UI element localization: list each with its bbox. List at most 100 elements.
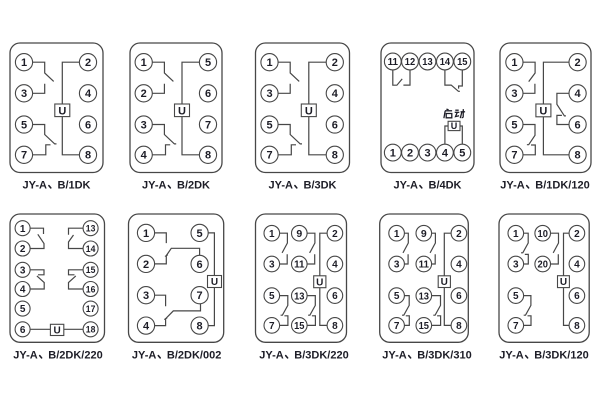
svg-text:6: 6 [456, 291, 462, 302]
svg-text:JY-A: JY-A [500, 179, 525, 191]
svg-text:B/1DK: B/1DK [58, 179, 91, 191]
svg-text:14: 14 [440, 56, 451, 68]
svg-text:6: 6 [85, 119, 91, 131]
svg-text:8: 8 [205, 150, 211, 162]
svg-text:6: 6 [574, 291, 580, 302]
svg-text:3: 3 [266, 88, 272, 100]
svg-text:15: 15 [294, 320, 305, 332]
svg-text:8: 8 [332, 150, 338, 162]
svg-text:B/3DK/220: B/3DK/220 [294, 349, 348, 361]
svg-text:6: 6 [205, 88, 211, 100]
svg-text:2: 2 [20, 244, 26, 255]
svg-text:2: 2 [575, 57, 581, 69]
svg-text:17: 17 [86, 304, 96, 315]
svg-text:4: 4 [20, 285, 26, 296]
svg-text:B/4DK: B/4DK [429, 179, 462, 191]
svg-text:4: 4 [575, 88, 582, 100]
svg-text:4: 4 [456, 260, 462, 271]
svg-text:B/3DK/310: B/3DK/310 [417, 349, 471, 361]
svg-text:5: 5 [511, 119, 517, 131]
svg-text:5: 5 [205, 57, 211, 69]
svg-text:7: 7 [513, 321, 519, 332]
svg-text:20: 20 [538, 259, 549, 271]
svg-text:B/2DK/220: B/2DK/220 [48, 349, 102, 361]
svg-text:1: 1 [143, 228, 149, 240]
svg-text:3: 3 [394, 260, 400, 271]
svg-text:7: 7 [269, 321, 275, 332]
svg-text:6: 6 [575, 119, 581, 131]
svg-text:7: 7 [394, 321, 400, 332]
svg-text:13: 13 [86, 224, 96, 235]
svg-text:U: U [305, 105, 313, 117]
svg-text:JY-A: JY-A [13, 349, 38, 361]
svg-text:2: 2 [85, 57, 91, 69]
svg-text:2: 2 [143, 259, 149, 271]
svg-text:15: 15 [419, 320, 430, 332]
svg-text:6: 6 [332, 119, 338, 131]
svg-text:8: 8 [332, 321, 338, 332]
svg-text:1: 1 [511, 57, 517, 69]
svg-text:5: 5 [269, 291, 275, 302]
svg-text:JY-A: JY-A [499, 349, 524, 361]
svg-text:JY-A: JY-A [259, 349, 284, 361]
svg-text:JY-A: JY-A [394, 179, 419, 191]
svg-text:12: 12 [405, 56, 416, 68]
svg-text:6: 6 [197, 259, 203, 271]
svg-text:U: U [178, 105, 186, 117]
svg-text:B/2DK/002: B/2DK/002 [167, 349, 221, 361]
svg-text:U: U [441, 277, 448, 288]
svg-text:B/3DK/120: B/3DK/120 [534, 349, 588, 361]
svg-text:1: 1 [141, 57, 147, 69]
svg-text:8: 8 [197, 321, 203, 333]
svg-text:1: 1 [269, 229, 275, 240]
svg-text:7: 7 [197, 290, 203, 302]
svg-text:7: 7 [21, 150, 27, 162]
svg-text:5: 5 [20, 304, 26, 315]
svg-text:5: 5 [21, 119, 27, 131]
svg-text:3: 3 [513, 260, 519, 271]
svg-text:5: 5 [266, 119, 272, 131]
svg-text:1: 1 [394, 229, 400, 240]
svg-text:3: 3 [21, 88, 27, 100]
svg-text:5: 5 [459, 148, 465, 160]
svg-text:6: 6 [20, 325, 26, 336]
svg-text:11: 11 [388, 56, 399, 68]
svg-text:13: 13 [294, 290, 305, 302]
svg-text:5: 5 [394, 291, 400, 302]
svg-text:15: 15 [457, 56, 468, 68]
svg-text:4: 4 [574, 260, 580, 271]
svg-text:2: 2 [456, 229, 462, 240]
svg-text:14: 14 [86, 244, 96, 255]
svg-text:4: 4 [85, 88, 92, 100]
svg-text:9: 9 [296, 228, 302, 240]
svg-text:U: U [451, 121, 458, 131]
svg-text:JY-A: JY-A [269, 179, 294, 191]
svg-text:11: 11 [294, 259, 305, 271]
svg-text:8: 8 [574, 321, 580, 332]
svg-text:1: 1 [390, 148, 396, 160]
svg-text:JY-A: JY-A [23, 179, 48, 191]
svg-text:JY-A: JY-A [382, 349, 407, 361]
svg-text:10: 10 [538, 228, 549, 240]
svg-text:U: U [211, 277, 218, 288]
svg-text:18: 18 [86, 325, 96, 336]
svg-text:11: 11 [419, 259, 430, 271]
svg-text:3: 3 [141, 119, 147, 131]
svg-text:U: U [58, 105, 66, 117]
svg-text:2: 2 [332, 57, 338, 69]
svg-text:4: 4 [143, 321, 150, 333]
svg-text:15: 15 [86, 265, 96, 276]
svg-text:6: 6 [332, 291, 338, 302]
svg-text:2: 2 [407, 148, 413, 160]
svg-text:7: 7 [266, 150, 272, 162]
svg-text:1: 1 [21, 57, 27, 69]
svg-text:16: 16 [86, 284, 96, 295]
svg-text:5: 5 [197, 228, 203, 240]
svg-text:3: 3 [511, 88, 517, 100]
svg-text:4: 4 [141, 150, 148, 162]
svg-text:3: 3 [424, 148, 430, 160]
svg-text:3: 3 [269, 260, 275, 271]
svg-text:U: U [53, 326, 60, 337]
svg-text:JY-A: JY-A [132, 349, 157, 361]
svg-text:4: 4 [332, 88, 339, 100]
